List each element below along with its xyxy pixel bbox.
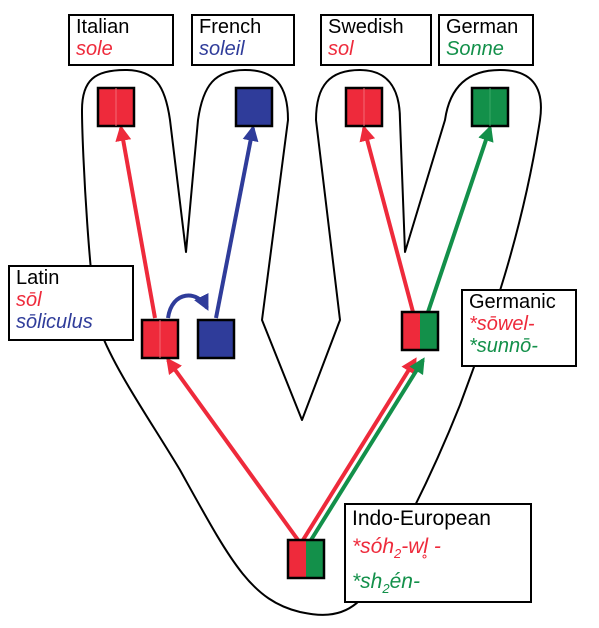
node-swedish [344, 86, 384, 128]
label-french: French soleil [191, 14, 295, 66]
node-germanic [400, 310, 440, 352]
node-italian [96, 86, 136, 128]
label-german: German Sonne [438, 14, 534, 66]
label-indo-european-name: Indo-European [352, 507, 491, 530]
pie-word1-pre: *sóh [352, 535, 395, 558]
label-italian: Italian sole [68, 14, 174, 66]
node-latin-diminutive [196, 318, 236, 360]
node-latin [140, 318, 180, 360]
arrow-latin-to-french [214, 124, 259, 319]
label-italian-name: Italian [76, 16, 130, 38]
label-germanic-name: Germanic [469, 291, 556, 313]
label-indo-european-word-2: *sh2én- [352, 568, 524, 603]
label-latin-name: Latin [16, 267, 60, 289]
arrow-pie-to-latin [166, 357, 300, 542]
label-italian-word: sole [76, 38, 113, 60]
label-indo-european-word-1: *sóh2-wl̥ - [352, 533, 524, 568]
pie-word2-sub: 2 [382, 581, 390, 597]
label-french-name: French [199, 16, 262, 38]
arrow-pie-to-germanic-red [301, 357, 417, 542]
label-indo-european: Indo-European *sóh2-wl̥ - *sh2én- [344, 503, 532, 603]
pie-word2-post: én- [389, 570, 420, 594]
label-swedish-name: Swedish [328, 16, 404, 38]
arrow-latin-to-italian [115, 124, 157, 319]
arrow-germanic-to-swedish [359, 124, 415, 313]
arrow-pie-to-germanic-green [309, 357, 425, 542]
pie-word1-post: -wl̥ - [401, 535, 441, 558]
node-indo-european [286, 538, 326, 580]
label-german-name: German [446, 16, 519, 38]
arrow-latin-to-latin-diminutive [166, 292, 209, 319]
label-latin: Latin sōl sōliculus [8, 265, 134, 341]
label-swedish: Swedish sol [320, 14, 432, 66]
label-germanic: Germanic *sōwel- *sunnō- [461, 289, 577, 367]
pie-word2-pre: *sh [352, 570, 383, 594]
label-germanic-word-1: *sōwel- [469, 313, 535, 335]
label-german-word: Sonne [446, 38, 504, 60]
node-german [470, 86, 510, 128]
pie-word1-sub: 2 [394, 546, 402, 562]
label-latin-word-1: sōl [16, 289, 42, 311]
label-germanic-word-2: *sunnō- [469, 335, 538, 357]
arrow-germanic-to-german [426, 124, 494, 313]
node-french [234, 86, 274, 128]
label-french-word: soleil [199, 38, 245, 60]
label-swedish-word: sol [328, 38, 354, 60]
label-latin-word-2: sōliculus [16, 311, 93, 333]
